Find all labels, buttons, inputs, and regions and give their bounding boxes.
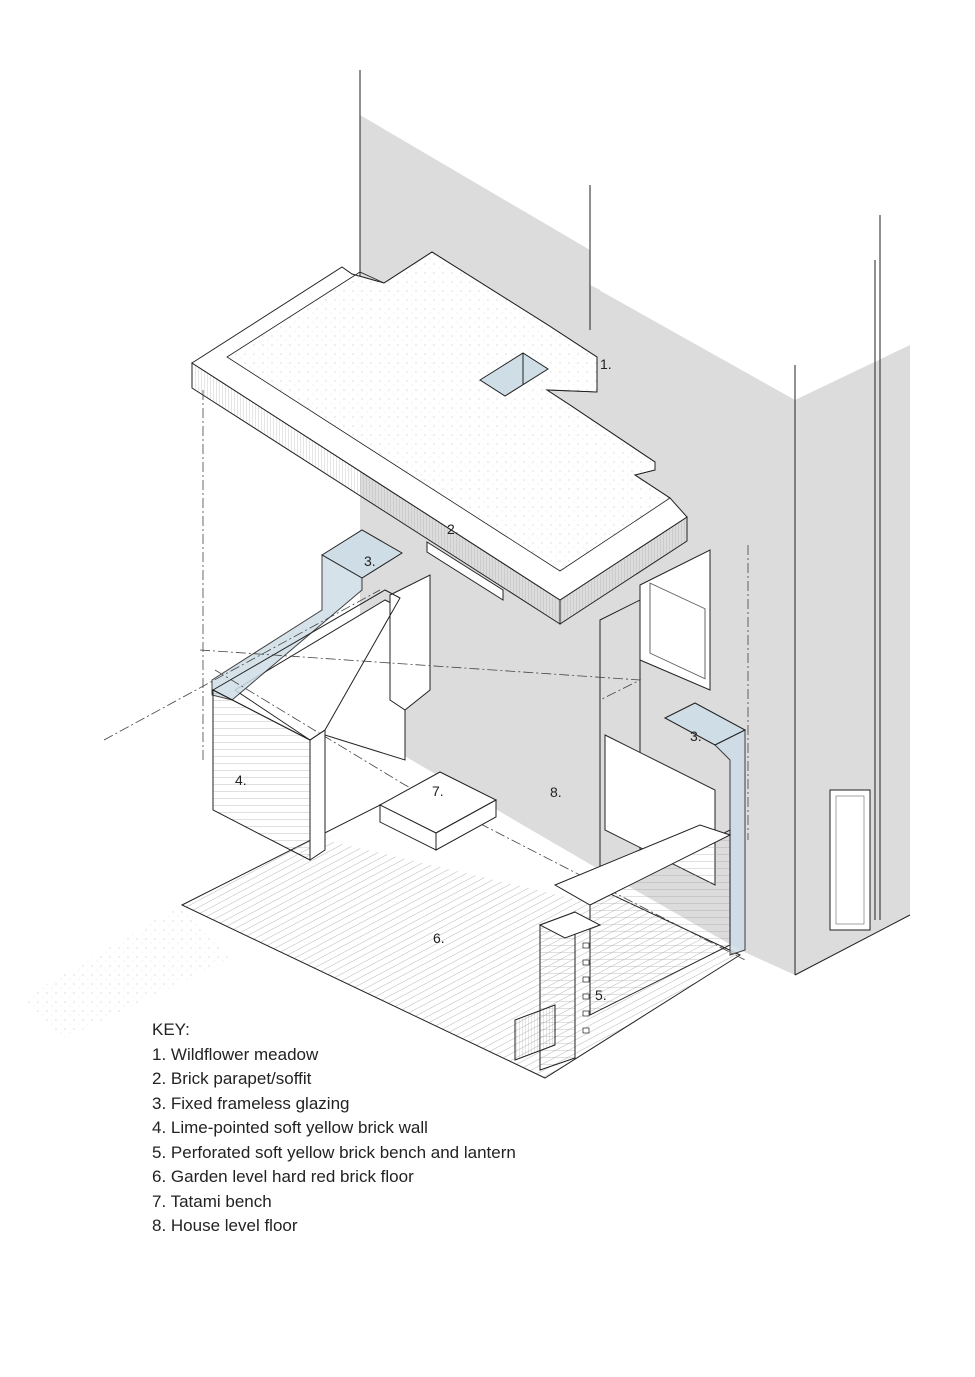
- meadow-planting: [226, 251, 671, 572]
- key-item: 2. Brick parapet/soffit: [152, 1069, 312, 1088]
- key-title: KEY:: [152, 1020, 190, 1039]
- label-3-right: 3.: [690, 728, 702, 744]
- label-1: 1.: [600, 356, 612, 372]
- upper-window: [649, 582, 706, 680]
- label-5: 5.: [595, 987, 607, 1003]
- key-item: 8. House level floor: [152, 1216, 298, 1235]
- key-legend: KEY: 1. Wildflower meadow 2. Brick parap…: [152, 1018, 516, 1239]
- key-item: 1. Wildflower meadow: [152, 1044, 319, 1064]
- label-6: 6.: [433, 930, 445, 946]
- key-item: 6. Garden level hard red brick floor: [152, 1167, 414, 1186]
- key-item: 5. Perforated soft yellow brick bench an…: [152, 1142, 516, 1162]
- label-8: 8.: [550, 784, 562, 800]
- garden-gravel: [20, 905, 230, 1040]
- label-7: 7.: [432, 783, 444, 799]
- key-item: 4. Lime-pointed soft yellow brick wall: [152, 1118, 428, 1137]
- key-item: 3. Fixed frameless glazing: [152, 1093, 350, 1113]
- label-3-left: 3.: [364, 553, 376, 569]
- rooflight-glazing: [479, 352, 549, 397]
- house-right-facade: [795, 345, 910, 975]
- label-2: 2.: [447, 521, 459, 537]
- label-4: 4.: [235, 772, 247, 788]
- key-item: 7. Tatami bench: [152, 1191, 272, 1211]
